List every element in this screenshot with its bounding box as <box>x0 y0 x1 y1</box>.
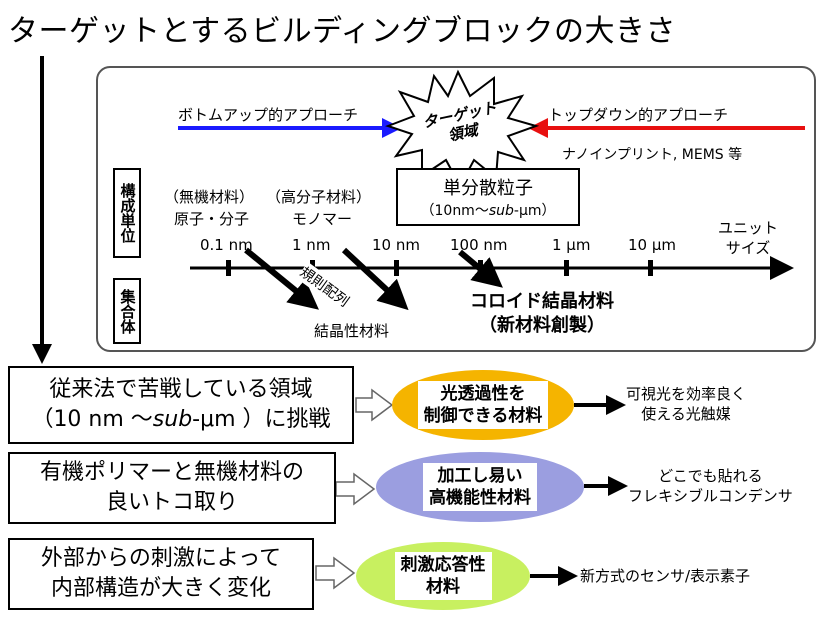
page-title: ターゲットとするビルディングブロックの大きさ <box>8 14 676 49</box>
tick-0.1nm <box>226 260 231 276</box>
atom-to-crystal-arrow <box>244 247 319 310</box>
result-row3: 新方式のセンサ/表示素子 <box>580 567 751 585</box>
result-row2: どこでも貼れる フレキシブルコンデンサ <box>628 467 793 505</box>
hollow-arrow-row1 <box>355 388 394 422</box>
tick-label-4: 1 μm <box>552 236 591 254</box>
bottom-up-label: ボトムアップ的アプローチ <box>178 106 359 124</box>
top-down-examples: ナノインプリント, MEMS 等 <box>562 147 743 163</box>
unit-label: 構成単位 <box>113 168 141 258</box>
monomer-to-crystal-arrow <box>341 247 409 311</box>
inorganic-material-label: （無機材料） <box>164 188 255 206</box>
atom-molecule-label: 原子・分子 <box>174 210 250 228</box>
tick-label-3: 100 nm <box>450 236 508 254</box>
monodisperse-range: （10nm〜sub-μm） <box>420 203 556 219</box>
tick-label-1: 1 nm <box>292 236 331 254</box>
left-box-row2: 有機ポリマーと無機材料の 良いトコ取り <box>8 452 336 524</box>
crystalline-material-label: 結晶性材料 <box>314 322 390 340</box>
particle-to-colloid-arrow <box>458 249 503 288</box>
monodisperse-title: 単分散粒子 <box>443 178 533 199</box>
tick-10um <box>648 260 653 276</box>
left-box-row1: 従来法で苦戦している領域 （10 nm 〜sub-μm ）に挑戦 <box>8 366 354 444</box>
hollow-arrow-row3 <box>315 556 356 590</box>
ellipse-row2: 加工し易い 高機能性材料 <box>376 452 584 522</box>
assembly-label: 集合体 <box>113 278 141 344</box>
unit-size-label: ユニット サイズ <box>718 219 779 257</box>
monodisperse-particle-box: 単分散粒子 （10nm〜sub-μm） <box>396 168 580 226</box>
colloid-crystal-label: コロイド結晶材料 （新材料創製） <box>470 291 614 336</box>
left-box-row3: 外部からの刺激によって 内部構造が大きく変化 <box>8 538 314 610</box>
ellipse-row1: 光透過性を 制御できる材料 <box>392 370 574 440</box>
ellipse-row3: 刺激応答性 材料 <box>356 542 530 610</box>
top-down-label: トップダウン的アプローチ <box>548 106 729 124</box>
building-block-panel <box>96 66 816 352</box>
polymer-material-label: （高分子材料） <box>266 188 372 206</box>
monomer-label: モノマー <box>292 210 353 228</box>
tick-label-0: 0.1 nm <box>200 236 253 254</box>
tick-label-2: 10 nm <box>372 236 420 254</box>
hollow-arrow-row2 <box>335 472 376 506</box>
tick-label-5: 10 μm <box>628 236 677 254</box>
result-row1: 可視光を効率良く 使える光触媒 <box>626 385 747 423</box>
tick-10nm <box>394 260 399 276</box>
tick-1um <box>564 260 569 276</box>
